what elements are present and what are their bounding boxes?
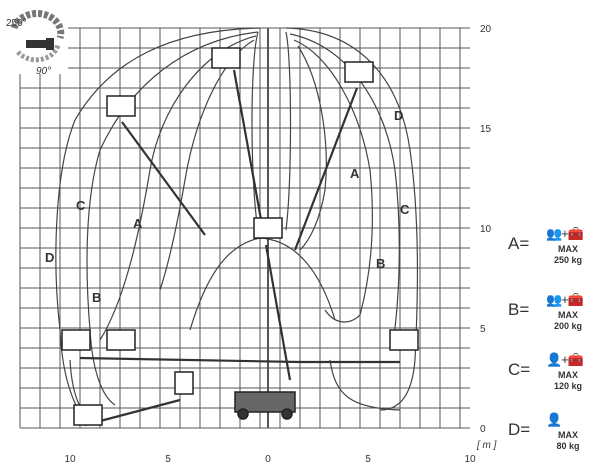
curve-d-right — [285, 27, 419, 411]
curve-b-right — [293, 39, 373, 323]
y-tick-label: 5 — [480, 324, 486, 335]
x-tick-label: 5 — [365, 454, 371, 465]
rotation-icon: 250° 90° — [2, 6, 68, 77]
y-tick-label: 0 — [480, 424, 486, 435]
legend-row-a: A= 👥+🧰 MAX 250 kg — [508, 226, 600, 286]
legend-weight: 200 kg — [553, 321, 583, 331]
legend-max: MAX — [558, 430, 578, 440]
boom-arms — [79, 69, 400, 427]
person-icon: 👤 — [546, 412, 562, 427]
curve-b-left — [99, 35, 257, 341]
curve-d-left — [55, 27, 261, 421]
persons-tools-icon: 👥+🧰 — [546, 292, 584, 307]
x-tick-label: 10 — [64, 454, 76, 465]
machine-base — [174, 371, 296, 420]
boom-arm-lower-left — [79, 356, 301, 364]
y-tick-label: 20 — [480, 24, 492, 35]
zone-label-b-right: B — [376, 256, 385, 271]
basket-left-low-1 — [61, 329, 91, 351]
y-tick-label: 10 — [480, 224, 492, 235]
basket-right-low — [389, 329, 419, 351]
boom-arm-upper-left — [121, 121, 206, 236]
zone-label-c-right: C — [400, 202, 410, 217]
basket-center — [253, 217, 283, 239]
basket-ground — [73, 404, 103, 426]
load-legend: A= 👥+🧰 MAX 250 kg B= 👥+🧰 MAX 200 kg C= 👤… — [500, 0, 600, 468]
legend-max: MAX — [558, 370, 578, 380]
zone-label-a-left: A — [133, 216, 143, 231]
curve-center-right — [285, 31, 292, 231]
curve-a-right — [297, 45, 327, 251]
legend-weight: 80 kg — [556, 441, 580, 451]
legend-weight: 250 kg — [553, 255, 583, 265]
x-tick-label: 0 — [265, 454, 271, 465]
rotation-angle-bottom: 90° — [36, 66, 51, 77]
persons-tools-icon: 👥+🧰 — [546, 226, 584, 241]
basket-left-low-2 — [106, 329, 136, 351]
curve-inner — [189, 237, 336, 331]
x-axis-ticks: 10 5 0 5 10 — [64, 454, 476, 465]
curve-bottom-right — [329, 359, 401, 411]
zone-letters: C A D B D A C B — [45, 108, 410, 305]
zone-label-d-left: D — [45, 250, 54, 265]
y-tick-label: 15 — [480, 124, 492, 135]
rotation-angle-top: 250° — [6, 18, 27, 29]
x-tick-label: 5 — [165, 454, 171, 465]
boom-arm-top — [232, 69, 264, 226]
basket-upper-right — [344, 61, 374, 83]
legend-row-c: C= 👤+🧰 MAX 120 kg — [508, 352, 600, 412]
legend-row-d: D= 👤 MAX 80 kg — [508, 412, 600, 472]
boom-arm-upper-right — [293, 87, 359, 251]
legend-letter: C= — [508, 360, 531, 379]
curve-center-left — [251, 31, 259, 231]
curve-c-left — [86, 31, 259, 406]
zone-label-a-right: A — [350, 166, 360, 181]
boom-arm-main — [264, 244, 292, 381]
baskets — [61, 47, 419, 426]
legend-weight: 120 kg — [553, 381, 583, 391]
zone-label-b-left: B — [92, 290, 101, 305]
legend-letter: D= — [508, 420, 531, 439]
basket-upper-left — [106, 95, 136, 117]
legend-letter: A= — [508, 234, 530, 253]
curve-c-right — [289, 33, 400, 351]
legend-max: MAX — [558, 244, 578, 254]
legend-letter: B= — [508, 300, 530, 319]
zone-label-d-right: D — [394, 108, 403, 123]
x-tick-label: 10 — [464, 454, 476, 465]
unit-label: [ m ] — [476, 440, 497, 451]
legend-row-b: B= 👥+🧰 MAX 200 kg — [508, 292, 600, 352]
y-axis-ticks: 20 15 10 5 0 — [480, 24, 492, 435]
legend-max: MAX — [558, 310, 578, 320]
basket-top — [211, 47, 241, 69]
person-tools-icon: 👤+🧰 — [546, 352, 584, 367]
zone-label-c-left: C — [76, 198, 86, 213]
